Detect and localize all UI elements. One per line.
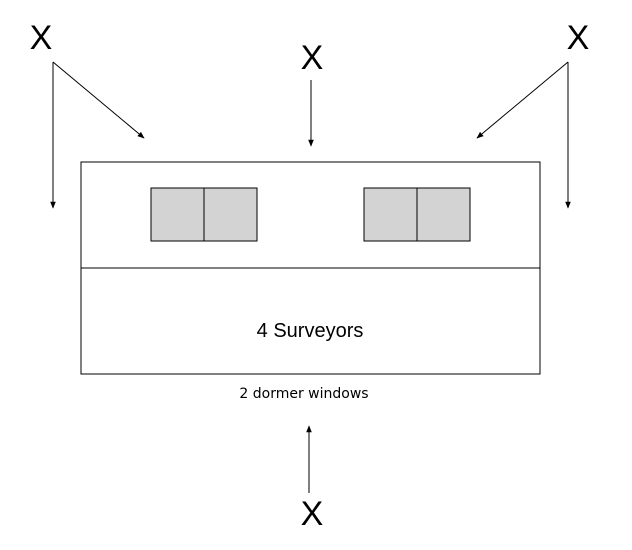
x-mark-bottom-center: X (301, 495, 324, 533)
dormer-window-right (363, 187, 471, 242)
arrow-top-right-diagonal (476, 61, 569, 139)
arrow-top-left-diagonal (52, 61, 145, 139)
x-mark-top-right: X (567, 19, 590, 57)
building-caption: 2 dormer windows (239, 386, 368, 402)
building-label: 4 Surveyors (257, 320, 364, 342)
x-mark-top-left: X (30, 19, 53, 57)
dormer-window-left (150, 187, 258, 242)
x-mark-top-center: X (301, 39, 324, 77)
